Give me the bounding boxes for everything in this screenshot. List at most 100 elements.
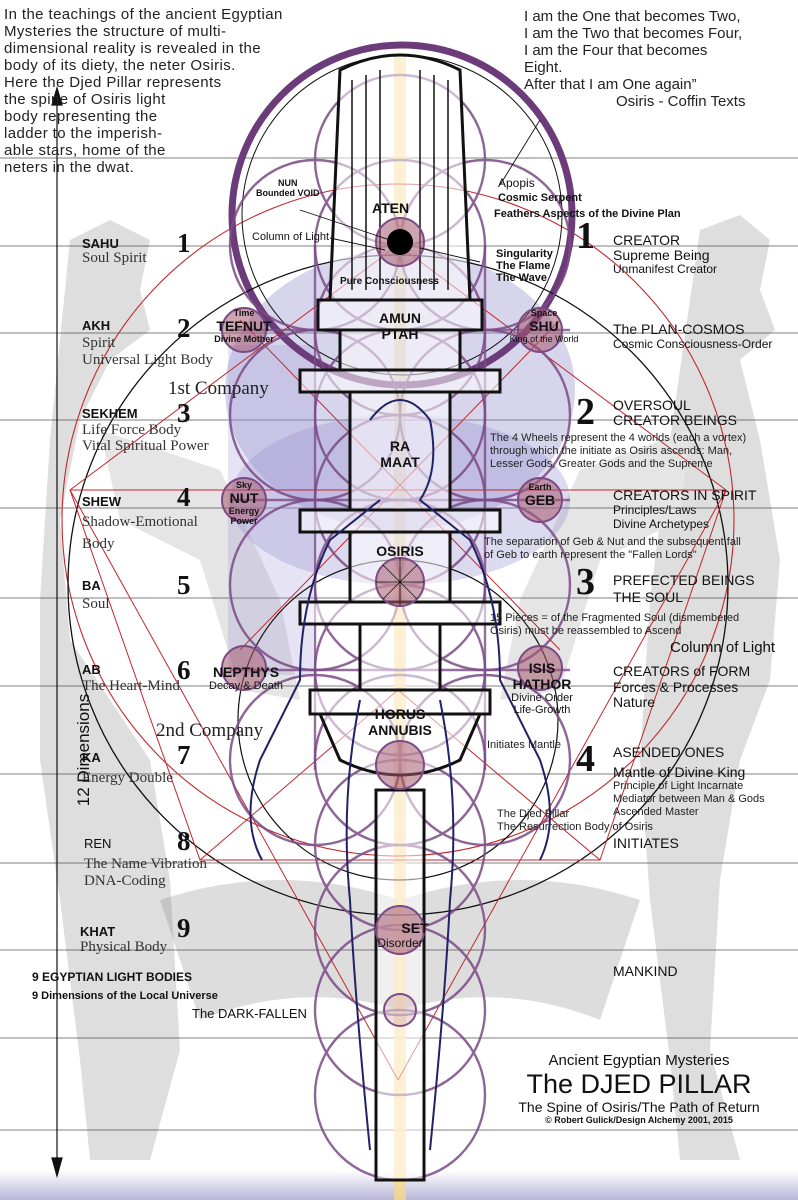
world-number: 4 (576, 738, 595, 780)
node-line: Time (233, 308, 255, 318)
node-line: The Wave (496, 272, 547, 284)
node-line: Divine Order (511, 692, 573, 704)
node-line: Cosmic Serpent (498, 192, 582, 204)
node-line: Power (230, 516, 258, 526)
quote-line: I am the One that becomes Two, (524, 8, 741, 25)
body-number: 5 (177, 570, 191, 600)
coffin-text-quote: I am the One that becomes Two, I am the … (524, 8, 745, 110)
node-line: AMUN (379, 310, 421, 326)
node-line: GEB (524, 492, 556, 508)
left-footer-heading: 9 EGYPTIAN LIGHT BODIES (32, 970, 193, 984)
level-title: PREFECTED BEINGS (613, 572, 755, 588)
node-line: NUT (229, 490, 259, 506)
column-of-light-label: Column of Light (670, 639, 776, 656)
level-title: CREATORS of FORM (613, 663, 751, 679)
node-line: Apopis (498, 176, 535, 190)
divine-king-note: Principle of Light Incarnate Mediator be… (613, 780, 765, 819)
note-line: 15 Pieces = of the Fragmented Soul (dism… (490, 612, 740, 624)
intro-line: ladder to the imperish- (4, 125, 163, 142)
title-kicker: Ancient Egyptian Mysteries (548, 1052, 730, 1069)
djed-pillar (298, 53, 502, 1182)
wheels-note: The 4 Wheels represent the 4 worlds (eac… (490, 432, 746, 471)
level-line: Cosmic Consciousness-Order (613, 337, 773, 351)
intro-line: Here the Djed Pillar represents (4, 74, 222, 91)
body-desc: DNA-Coding (84, 873, 166, 889)
node-tefnut: Time TEFNUT Divine Mother (212, 308, 276, 344)
node-line: Divine Mother (214, 334, 274, 344)
level-title: CREATOR (613, 232, 681, 248)
node-aten: ATEN (372, 200, 410, 216)
node-line: Space (530, 308, 558, 318)
node-nun: NUN Bounded VOID (256, 178, 320, 198)
level-line: Divine Archetypes (613, 517, 710, 531)
body-desc: Soul (82, 596, 110, 612)
intro-line: dimensional reality is revealed in the (4, 40, 261, 57)
intro-line: body of its diety, the neter Osiris. (4, 57, 236, 74)
copyright-credit: © Robert Gulick/Design Alchemy 2001, 201… (545, 1115, 733, 1125)
body-name-ba: BA (82, 578, 101, 593)
level-line: Principles/Laws (613, 503, 697, 517)
ghost-deity-right (500, 215, 780, 1160)
body-number: 2 (177, 313, 191, 343)
node-feathers: Feathers Aspects of the Divine Plan (494, 208, 681, 220)
body-desc: Shadow-Emotional (82, 514, 198, 530)
node-horus: HORUS ANNUBIS (350, 706, 450, 738)
node-isis: ISIS HATHOR Divine Order Life-Growth (500, 660, 584, 716)
note-line: Lesser Gods, Greater Gods and the Suprem… (490, 458, 713, 470)
node-line: HATHOR (512, 676, 572, 692)
level-title: MANKIND (613, 963, 678, 979)
body-desc: Body (82, 536, 115, 552)
mantle-note: Initiates Mantle (487, 739, 561, 751)
note-line: through which the initiate as Osiris asc… (490, 445, 733, 457)
level-line: Unmanifest Creator (613, 262, 718, 276)
body-desc: The Name Vibration (84, 856, 207, 872)
note-line: Mediator between Man & Gods (613, 793, 765, 805)
first-company-label: 1st Company (168, 378, 269, 399)
node-singularity: Singularity The Flame The Wave (496, 248, 553, 284)
intro-line: able stars, home of the (4, 142, 166, 159)
node-line: Energy (228, 506, 260, 516)
body-name-ren: REN (84, 836, 112, 851)
level-line: Nature (613, 694, 656, 710)
note-line: The separation of Geb & Nut and the subs… (484, 536, 741, 548)
level-title: The PLAN-COSMOS (613, 321, 745, 337)
body-name-shew: SHEW (82, 494, 121, 509)
intro-line: In the teachings of the ancient Egyptian (4, 6, 283, 23)
dimension-arrow (51, 85, 63, 1179)
body-desc: Physical Body (80, 939, 168, 955)
node-line: Life-Growth (513, 704, 571, 716)
quote-line: Eight. (524, 59, 563, 76)
node-nut: Sky NUT Energy Power (216, 480, 272, 526)
node-nepthys: NEPTHYS Decay & Death (206, 664, 286, 692)
intro-line: body representing the (4, 108, 158, 125)
node-line: ISIS (528, 660, 556, 676)
separation-note: The separation of Geb & Nut and the subs… (484, 536, 741, 562)
node-line: King of the World (509, 334, 579, 344)
level-line: Forces & Processes (613, 679, 739, 695)
node-line: ANNUBIS (368, 722, 432, 738)
djed-note: The Djed Pillar The Resurrection Body of… (497, 808, 653, 834)
quote-attribution: Osiris - Coffin Texts (616, 93, 746, 110)
body-name-khat: KHAT (80, 924, 116, 939)
node-line: Singularity (496, 248, 553, 260)
intro-paragraph: In the teachings of the ancient Egyptian… (4, 6, 374, 176)
world-number: 3 (576, 561, 595, 603)
body-desc: Universal Light Body (82, 352, 213, 368)
quote-line: I am the Two that becomes Four, (524, 25, 743, 42)
world-number: 2 (576, 391, 595, 433)
second-company-label: 2nd Company (156, 720, 264, 741)
node-apopis: Apopis Cosmic Serpent (498, 176, 582, 206)
body-desc: Soul Spirit (82, 250, 147, 266)
note-line: Osiris) must be reassembled to Ascend (490, 625, 682, 637)
level-title: INITIATES (613, 835, 679, 851)
body-desc: Energy Double (82, 770, 173, 786)
body-desc: The Heart-Mind (82, 678, 180, 694)
intro-line: neters in the dwat. (4, 159, 135, 176)
body-number: 4 (177, 482, 191, 512)
node-ra-maat: RA MAAT (360, 438, 440, 470)
ghost-deity-left (40, 220, 300, 1160)
body-desc: Vital Spiritual Power (82, 438, 209, 454)
quote-line: I am the Four that becomes (524, 42, 708, 59)
level-line: THE SOUL (613, 589, 684, 605)
